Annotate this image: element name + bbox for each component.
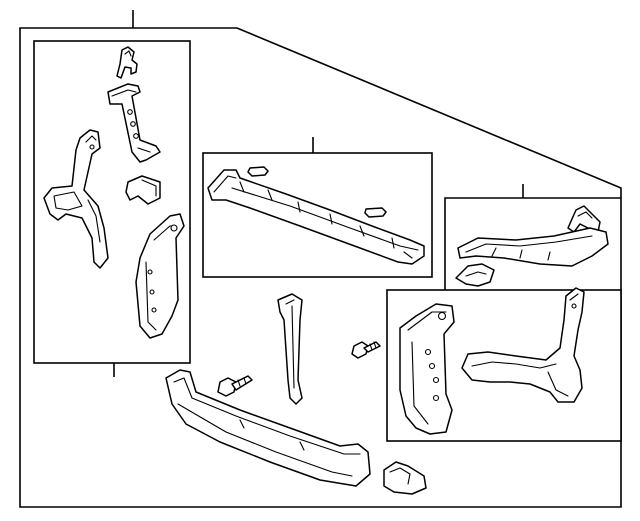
left-side-support-part: [135, 213, 185, 339]
lower-crossmember-part: [165, 369, 371, 487]
bolt-center-part: [351, 341, 381, 359]
right-side-support-part: [399, 303, 455, 435]
small-clip-part: [125, 175, 161, 205]
upper-mount-stay-part: [107, 83, 161, 163]
rubber-pad-right-part: [364, 207, 387, 218]
upper-clip-part: [116, 46, 138, 79]
right-side-bracket-part: [461, 287, 585, 403]
center-stay-part: [277, 293, 303, 405]
rubber-pad-left-part: [247, 166, 269, 177]
bolt-lower-part: [217, 375, 253, 397]
upper-crossmember-part: [207, 169, 425, 265]
lower-clip-part: [383, 461, 427, 495]
upper-rail-right-part: [457, 227, 609, 267]
left-side-bracket-part: [43, 129, 109, 269]
small-clip-right-part: [455, 263, 495, 287]
